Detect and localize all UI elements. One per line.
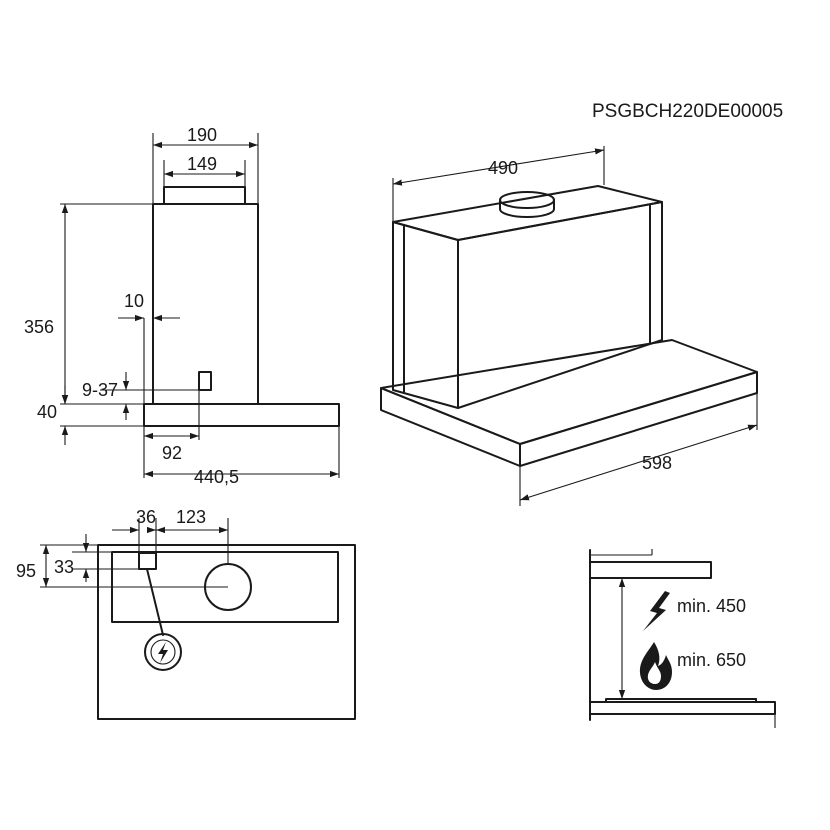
iso-outlet xyxy=(499,199,555,218)
iso-slab-front xyxy=(519,371,758,467)
min-electric-label: min. 450 xyxy=(677,596,746,616)
dim-top-95: 95 xyxy=(16,561,36,581)
dim-cable-range: 9-37 xyxy=(82,380,118,400)
hood-base xyxy=(143,403,340,427)
electric-connection-icon xyxy=(144,633,182,671)
chimney-outlet xyxy=(163,186,246,205)
clearance-hob xyxy=(589,701,776,715)
dim-top-123: 123 xyxy=(176,507,206,527)
top-view: 36 123 95 33 xyxy=(16,507,356,720)
dim-height-total: 356 xyxy=(24,317,54,337)
dim-top-36: 36 xyxy=(136,507,156,527)
dim-base-height: 40 xyxy=(37,402,57,422)
clearance-hood xyxy=(589,561,712,579)
flame-icon xyxy=(639,642,672,690)
cable-box xyxy=(198,371,212,391)
dim-cable-x: 92 xyxy=(162,443,182,463)
clearance-view: min. 450 min. 650 xyxy=(589,549,776,728)
chimney-body xyxy=(152,203,259,405)
side-view: 190 149 356 10 9-37 40 92 440,5 xyxy=(24,125,340,487)
dim-wall-offset: 10 xyxy=(124,291,144,311)
lightning-icon xyxy=(643,591,670,631)
dim-outlet-width: 149 xyxy=(187,154,217,174)
iso-front-face xyxy=(457,201,663,409)
iso-slab-left xyxy=(380,387,521,467)
top-outer xyxy=(97,544,356,720)
isometric-view: 490 598 xyxy=(380,146,758,506)
dim-iso-width-front: 598 xyxy=(642,453,672,473)
dim-iso-width-top: 490 xyxy=(488,158,518,178)
dim-top-33: 33 xyxy=(54,557,74,577)
min-gas-label: min. 650 xyxy=(677,650,746,670)
dim-width-total: 190 xyxy=(187,125,217,145)
dim-depth-total: 440,5 xyxy=(194,467,239,487)
drawing-code: PSGBCH220DE00005 xyxy=(592,101,783,122)
iso-top-face xyxy=(392,185,663,241)
top-cable-box xyxy=(138,552,157,570)
